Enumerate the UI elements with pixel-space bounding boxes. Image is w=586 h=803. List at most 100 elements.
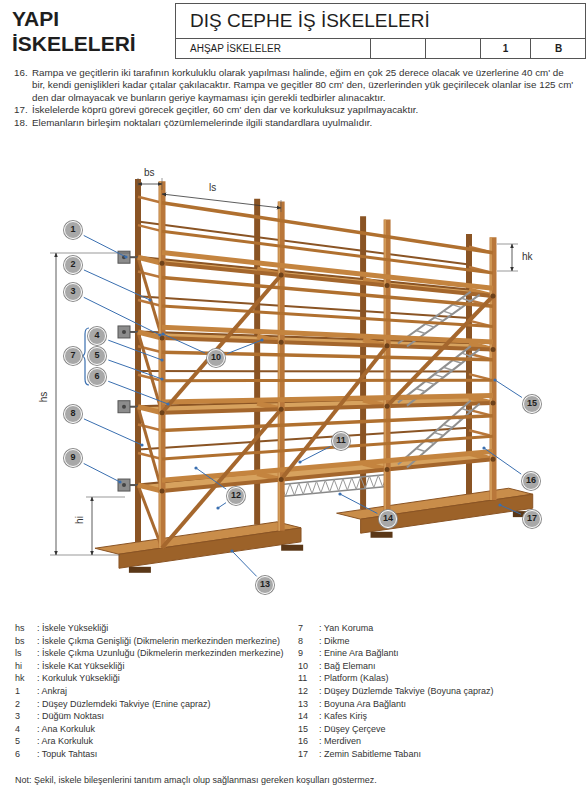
leader-dot xyxy=(338,492,341,495)
extension-line xyxy=(281,200,282,212)
leader-dot xyxy=(194,466,197,469)
ladder-rung xyxy=(462,298,471,301)
front-post xyxy=(159,181,166,548)
toe-board xyxy=(162,395,493,402)
header-cell: YAPI İSKELELERİ xyxy=(12,6,162,58)
callout-number: 10 xyxy=(207,349,225,367)
legend-key: 16 xyxy=(298,736,308,746)
callout-text: 17 xyxy=(527,514,537,524)
truss-web xyxy=(290,484,294,496)
header-text: B xyxy=(555,43,562,54)
callout-number: 5 xyxy=(88,347,106,365)
leader-line xyxy=(84,235,126,257)
header-rule xyxy=(370,38,371,58)
legend-text: : Bağ Elemanı xyxy=(319,661,376,671)
joint xyxy=(385,343,390,348)
legend-key: hi xyxy=(15,661,22,671)
legend-text: : Kafes Kiriş xyxy=(319,711,367,721)
callout-number: 14 xyxy=(379,510,397,528)
callout-text: 5 xyxy=(94,351,99,361)
longitudinal-brace xyxy=(162,409,281,548)
leader-line xyxy=(196,468,226,489)
truss-web xyxy=(294,483,298,495)
truss-web xyxy=(356,477,360,489)
rule-text: Rampa ve geçitlerin iki tarafının korkul… xyxy=(32,67,576,104)
anchor-bolt xyxy=(122,405,126,409)
callout-number: 2 xyxy=(64,256,82,274)
dimension-line xyxy=(92,497,93,555)
anchor-rod xyxy=(124,256,138,258)
truss-web xyxy=(308,482,312,494)
dimension-label: hs xyxy=(38,391,50,404)
ladder-rung xyxy=(425,324,434,327)
ladder-rung xyxy=(443,367,452,370)
dimension-line xyxy=(138,184,162,185)
callout-text: 7 xyxy=(70,351,75,361)
joint xyxy=(491,401,496,406)
leader-line xyxy=(500,505,521,514)
dimensions xyxy=(50,178,518,555)
legend-key: hk xyxy=(15,673,25,683)
header-cell: 1 xyxy=(481,39,530,58)
front-post xyxy=(278,201,285,530)
legend-key: 17 xyxy=(298,749,308,759)
mid-rail xyxy=(162,306,493,327)
legend-key: 15 xyxy=(298,724,308,734)
truss-web xyxy=(334,479,338,491)
joint xyxy=(385,467,390,472)
truss-web xyxy=(316,481,320,493)
anchor-plate xyxy=(118,479,130,491)
header-rule xyxy=(175,38,586,39)
joint xyxy=(385,404,390,409)
leader-dot xyxy=(482,446,485,449)
legend-text: : Platform (Kalas) xyxy=(319,673,389,683)
leader-dot xyxy=(230,549,233,552)
anchor-bolt xyxy=(122,483,126,487)
legend-text: : Enine Ara Bağlantı xyxy=(319,648,399,658)
callout-text: 3 xyxy=(70,287,75,297)
anchor-plate xyxy=(118,326,130,338)
joint xyxy=(160,261,165,266)
ladder-rung xyxy=(416,448,425,451)
legend-text: : Ara Korkuluk xyxy=(37,736,93,746)
note: Not: Şekil, iskele bileşenlerini tanıtım… xyxy=(15,775,377,785)
header-text: DIŞ CEPHE İŞ İSKELELERİ xyxy=(190,11,430,32)
truss-web xyxy=(325,480,329,492)
leader-line xyxy=(495,380,522,397)
platform-edge xyxy=(162,403,493,413)
base-front xyxy=(119,528,301,568)
truss-web xyxy=(299,483,303,495)
callout-number: 4 xyxy=(88,327,106,345)
anchor-plate xyxy=(118,401,130,413)
header-frame xyxy=(175,4,586,59)
joint xyxy=(279,407,284,412)
transverse-brace xyxy=(138,407,162,491)
leader-dot xyxy=(124,255,127,258)
rule-text: Elemanların birleşim noktaları çözümleme… xyxy=(32,117,576,129)
leader-dot xyxy=(160,377,163,380)
truss-web xyxy=(361,477,365,489)
truss-web xyxy=(286,484,290,496)
callout-text: 13 xyxy=(260,580,270,590)
dimension-label: hk xyxy=(521,251,534,263)
legend-key: 5 xyxy=(15,736,20,746)
legend-text: : Boyuna Ara Bağlantı xyxy=(319,699,406,709)
header-cell: AHŞAP İSKELELER xyxy=(176,39,370,58)
ladder-rung xyxy=(434,432,443,435)
truss-web xyxy=(374,475,378,487)
legend-text: : Dikme xyxy=(319,636,350,646)
legend-text: : İskele Yüksekliği xyxy=(37,623,108,633)
callout-number: 13 xyxy=(256,576,274,594)
header-box xyxy=(176,4,586,59)
truss-web xyxy=(378,475,382,487)
legend-text: : Düşey Düzlemde Takviye (Boyuna çapraz) xyxy=(319,686,493,696)
callout-number: 6 xyxy=(88,368,106,386)
extension-line xyxy=(497,244,518,245)
leader-line xyxy=(340,494,377,513)
side-rail xyxy=(138,225,162,231)
legend-key: 13 xyxy=(298,699,308,709)
callout-text: 15 xyxy=(527,399,537,409)
callout-number: 7 xyxy=(64,347,82,365)
legend-key: 4 xyxy=(15,724,20,734)
